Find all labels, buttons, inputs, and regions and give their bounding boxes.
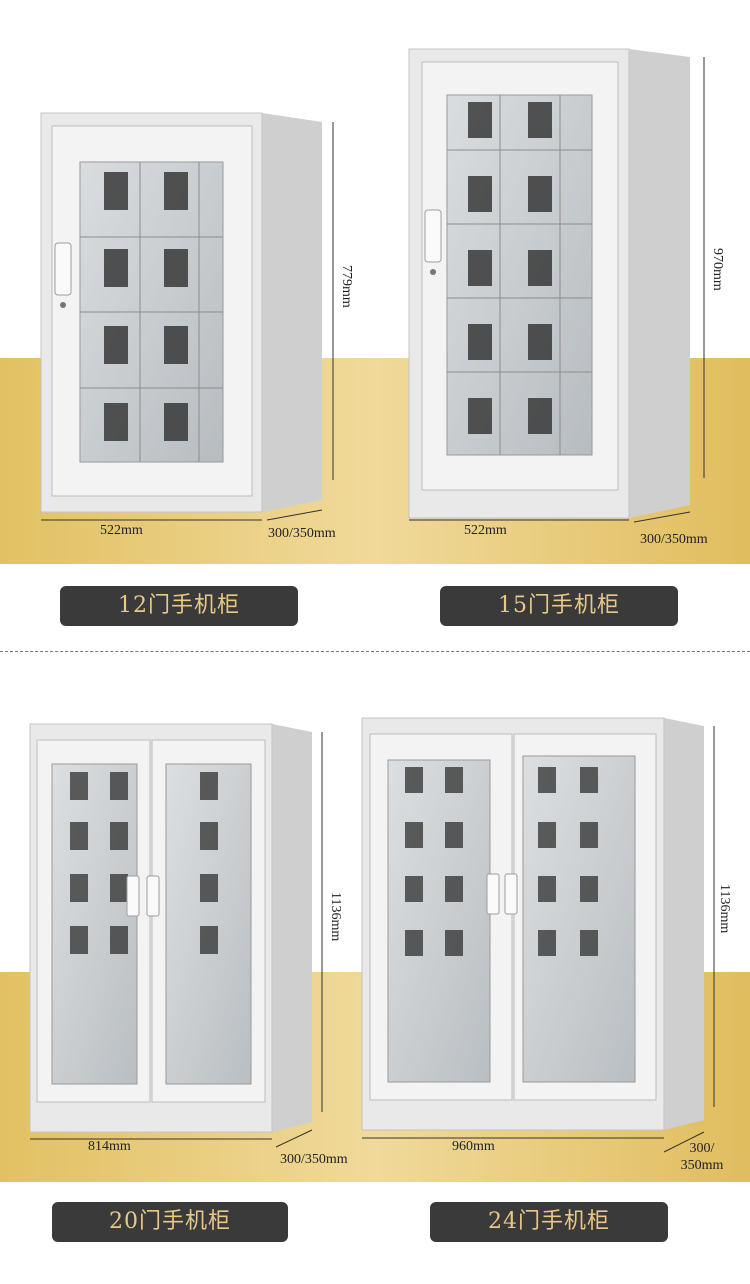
cabinet-20-height-label: 1136mm <box>328 892 343 942</box>
cabinet-12-depth-label: 300/350mm <box>268 526 336 541</box>
cabinet-12-dimension-lines <box>41 122 334 521</box>
cabinet-15-depth-label: 300/350mm <box>640 532 708 547</box>
cabinet-20-width-label: 814mm <box>88 1139 131 1154</box>
cabinet-20-door <box>29 723 312 1133</box>
product-label-20-door: 20门手机柜 <box>52 1202 288 1242</box>
product-label-24-door: 24门手机柜 <box>430 1202 668 1242</box>
bottom-illustration <box>0 717 750 1182</box>
cabinet-24-depth-label: 300/ 350mm <box>672 1140 732 1174</box>
cabinet-24-dimension-lines <box>362 726 715 1153</box>
cabinet-24-height-label: 1136mm <box>717 884 732 934</box>
cabinet-15-dimension-lines <box>409 57 705 523</box>
cabinet-20-depth-label: 300/350mm <box>280 1152 348 1167</box>
cabinet-24-depth-label-line1: 300/ <box>689 1141 715 1156</box>
cabinet-15-height-label: 970mm <box>710 248 725 291</box>
cabinet-20-dimension-lines <box>30 732 323 1148</box>
cabinet-24-door <box>361 717 704 1131</box>
cabinet-12-height-label: 779mm <box>339 265 354 308</box>
cabinet-24-width-label: 960mm <box>452 1139 495 1154</box>
top-illustration <box>0 48 750 564</box>
product-label-12-door: 12门手机柜 <box>60 586 298 626</box>
top-showcase: 779mm 522mm 300/350mm 970mm 522mm 300/35… <box>0 48 750 626</box>
product-label-15-door: 15门手机柜 <box>440 586 678 626</box>
cabinet-12-door <box>40 112 322 513</box>
bottom-showcase: 1136mm 814mm 300/350mm 1136mm 960mm 300/… <box>0 652 750 1284</box>
cabinet-15-door <box>408 48 690 519</box>
cabinet-12-width-label: 522mm <box>100 523 143 538</box>
cabinet-24-depth-label-line2: 350mm <box>680 1158 724 1173</box>
section-divider <box>0 651 750 652</box>
cabinet-15-width-label: 522mm <box>464 523 507 538</box>
